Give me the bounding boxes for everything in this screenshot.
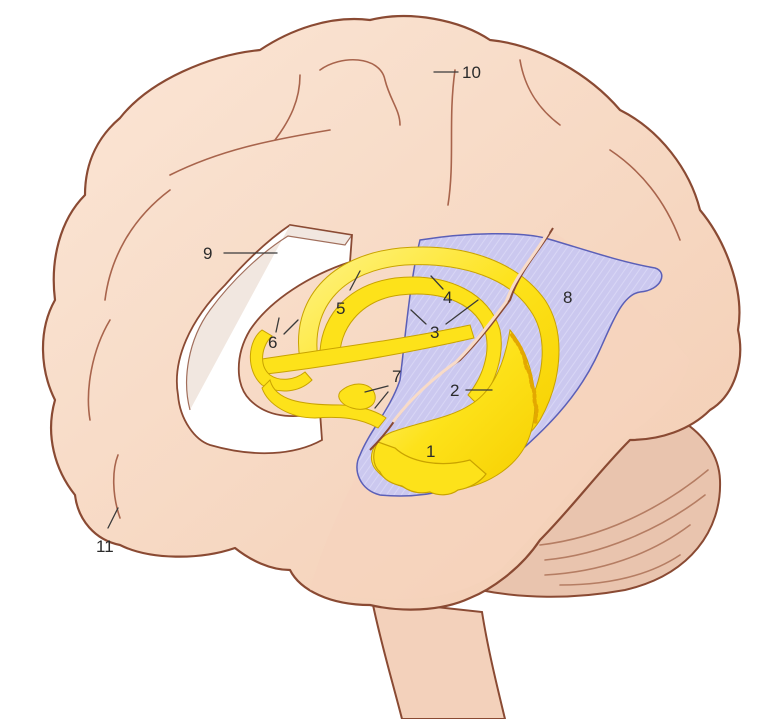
brainstem xyxy=(372,600,505,719)
label-8: 8 xyxy=(563,288,572,307)
label-3: 3 xyxy=(430,323,439,342)
label-1: 1 xyxy=(426,442,435,461)
label-9: 9 xyxy=(203,244,212,263)
label-4: 4 xyxy=(443,288,452,307)
label-2: 2 xyxy=(450,381,459,400)
label-11: 11 xyxy=(96,537,114,556)
label-6: 6 xyxy=(268,333,277,352)
label-7: 7 xyxy=(392,367,401,386)
label-5: 5 xyxy=(336,299,345,318)
label-10: 10 xyxy=(462,63,481,82)
